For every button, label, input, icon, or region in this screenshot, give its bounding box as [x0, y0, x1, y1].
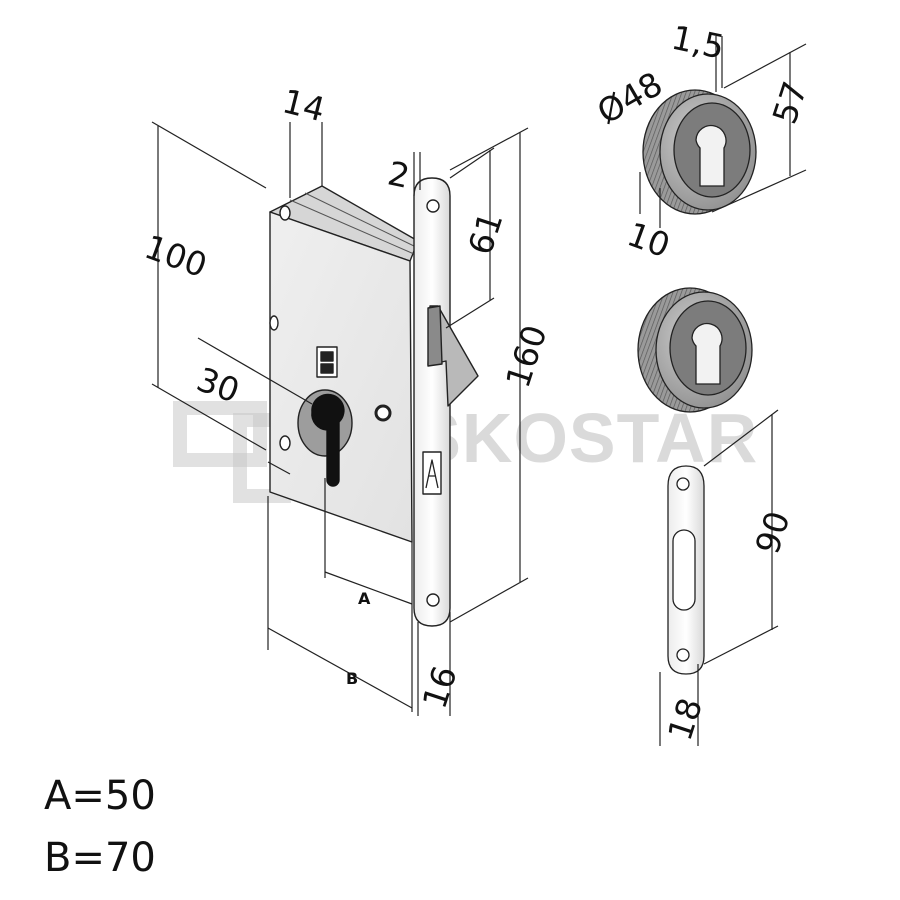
dim-label-b: B — [346, 669, 358, 688]
dim-faceplate-width: 16 — [415, 661, 465, 713]
dim-lock-height: 100 — [140, 227, 213, 285]
keyhole-icon — [311, 393, 345, 487]
rosette-top — [642, 89, 757, 215]
case-front-face — [269, 211, 413, 543]
strike-plate — [667, 465, 705, 675]
dim-label-a: A — [358, 589, 371, 608]
screw-hole-icon — [374, 404, 392, 422]
rosette-top-keyhole-icon — [695, 124, 727, 187]
legend-a: A=50 — [44, 773, 156, 819]
dim-faceplate-length: 160 — [498, 320, 555, 392]
faceplate — [413, 177, 451, 627]
dim-strike-length: 90 — [748, 506, 798, 558]
dim-rosette-depth: 10 — [622, 214, 675, 265]
dim-rosette-offset: 1,5 — [668, 18, 727, 67]
strike-slot — [672, 529, 696, 611]
legend-b: B=70 — [44, 835, 156, 881]
case-hole-middle — [269, 315, 279, 331]
accessory-dimension-lines — [639, 36, 807, 746]
lock-dimension-lines — [151, 121, 529, 716]
case-hole-top — [279, 205, 291, 221]
rosette-bottom — [637, 287, 753, 413]
dim-rosette-height: 57 — [765, 77, 815, 129]
rosette-bottom-keyhole-icon — [691, 322, 723, 385]
dim-case-depth: 14 — [279, 81, 329, 129]
lock-body — [269, 177, 479, 627]
faceplate-hole-bottom — [426, 593, 440, 607]
strike-hole-top — [676, 477, 690, 491]
faceplate-hole-top — [426, 199, 440, 213]
case-hole-bottom — [279, 435, 291, 451]
dim-faceplate-thickness: 2 — [384, 153, 413, 196]
strike-hole-bottom — [676, 648, 690, 662]
dim-strike-width: 18 — [660, 693, 710, 745]
dim-hook-offset: 61 — [460, 207, 510, 259]
